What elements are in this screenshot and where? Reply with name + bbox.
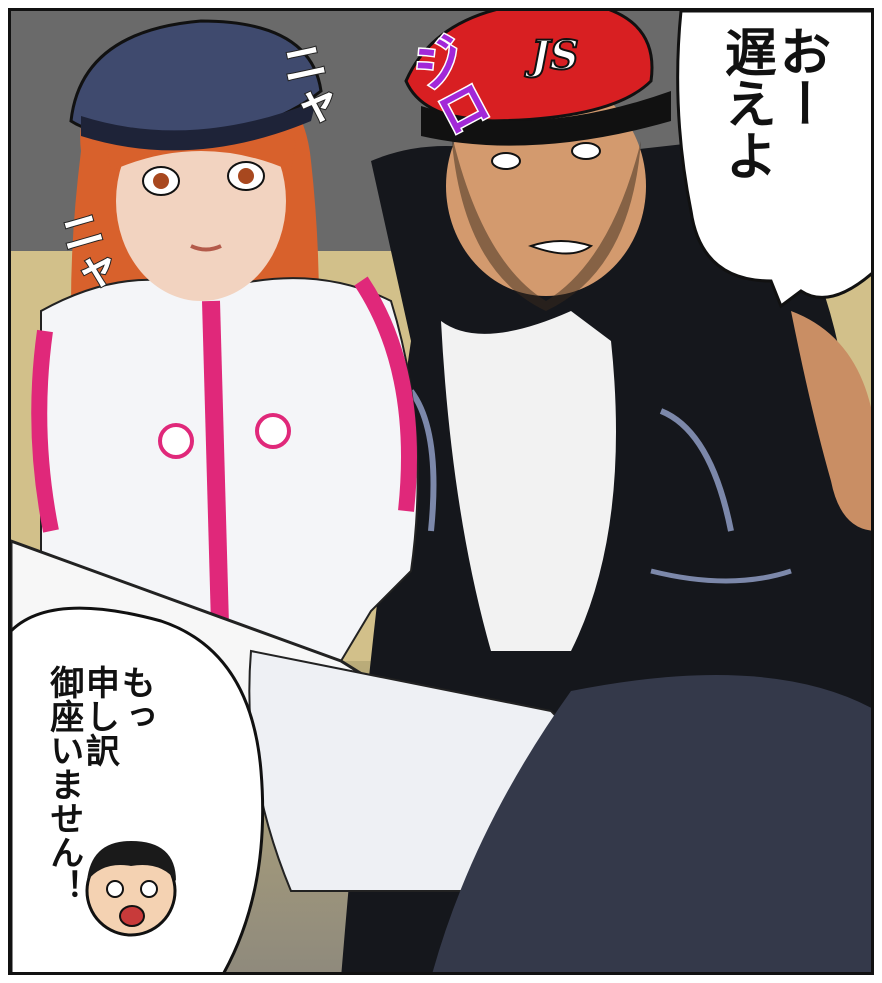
man-arm	[791, 311, 871, 531]
chibi-eye-left	[106, 880, 124, 898]
speech-line: もっ	[115, 665, 156, 733]
jacket-sleeve-stripe-left	[31, 329, 59, 533]
vest-highlight	[408, 389, 437, 532]
man-tshirt	[441, 311, 616, 651]
jacket-zip-stripe	[202, 300, 230, 662]
cap-brim	[421, 91, 671, 146]
speech-line: 遅えよ	[715, 25, 776, 181]
speech-text-small: もっ 申し訳 御座いません！	[43, 665, 156, 903]
speech-bubble-small	[11, 606, 265, 972]
man-eye-right	[571, 142, 601, 160]
jacket-emblem-right	[255, 413, 291, 449]
woman-mouth	[190, 244, 222, 252]
chibi-eye-right	[140, 880, 158, 898]
panel-artwork: JS	[11, 11, 871, 972]
chibi-mouth	[119, 905, 145, 927]
vest-highlight	[650, 568, 792, 584]
woman-iris-right	[238, 168, 254, 184]
jacket-sleeve-stripe-right	[354, 276, 417, 512]
speech-bubble-main	[676, 11, 871, 309]
speech-line: 申し訳	[79, 665, 120, 767]
speech-text-main: おー 遅えよ	[715, 25, 830, 181]
jacket-emblem-left	[158, 423, 194, 459]
cap-logo: JS	[524, 32, 579, 79]
man-eye-left	[491, 152, 521, 170]
woman-cap-brim	[81, 101, 316, 151]
vest-highlight	[659, 408, 734, 532]
speech-line: おー	[770, 25, 830, 129]
chibi-hair	[87, 841, 176, 881]
man-beard-shadow	[451, 131, 641, 311]
panel-frame: JS	[8, 8, 874, 975]
man-mouth	[528, 240, 594, 255]
speech-line: 御座いません！	[43, 665, 84, 903]
woman-iris-left	[153, 173, 169, 189]
man-pants	[432, 675, 871, 972]
